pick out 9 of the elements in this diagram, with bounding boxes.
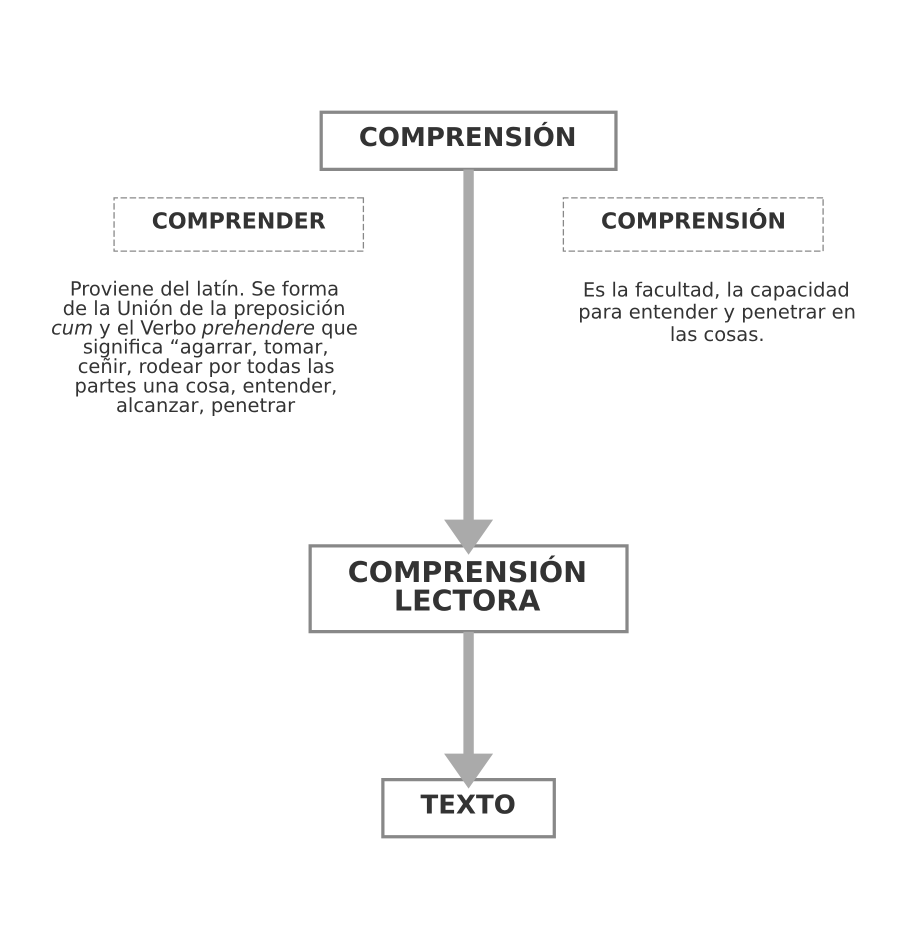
arrow (444, 169, 494, 555)
node-box: COMPRENSIÓN LECTORA (308, 544, 629, 634)
node-box: COMPRENDER (113, 197, 364, 252)
arrow (444, 632, 494, 789)
node-box: TEXTO (381, 778, 556, 838)
node-box: COMPRENSIÓN (562, 197, 824, 252)
node-label: Es la facultad, la capacidad para entender y penetrar en las cosas. (578, 278, 856, 346)
node-box: COMPRENSIÓN (320, 110, 618, 171)
node-label: Proviene del latín. Se forma de la Unión de la preposición cum y el Verbo prehendere que significa “agarrar, tomar, ceñir, rodear por todas las partes una cosa, entender, alcanzar, penetrar (51, 277, 358, 418)
